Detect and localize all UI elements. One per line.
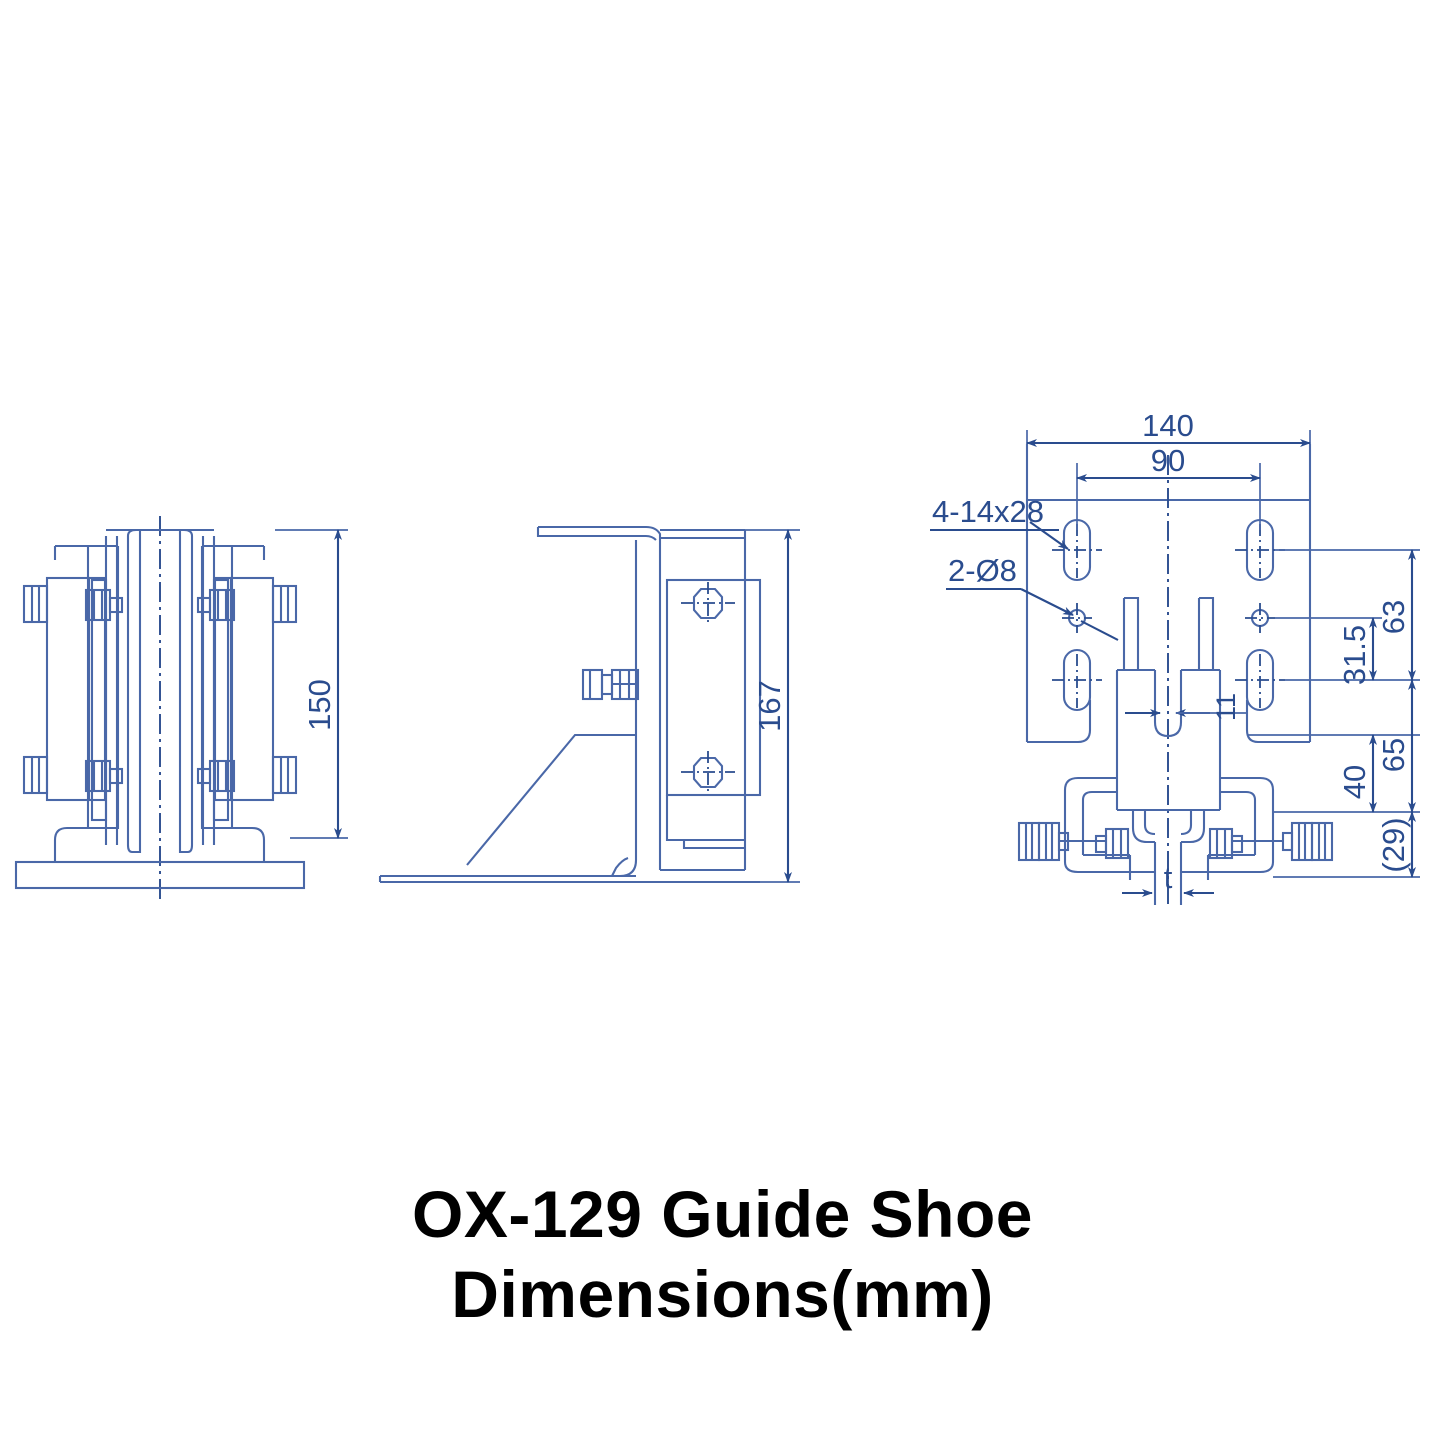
dimension-t: t bbox=[1122, 842, 1214, 898]
callout-slot-4-14x28: 4-14x28 bbox=[930, 494, 1069, 550]
side-view: 167 bbox=[378, 525, 800, 884]
side-bolt-head-bottom bbox=[681, 751, 735, 795]
top-bolt-left-inner bbox=[1094, 827, 1130, 860]
top-u-clamp bbox=[1131, 810, 1206, 844]
callout-slot-label: 4-14x28 bbox=[932, 494, 1044, 529]
front-right-liner bbox=[213, 576, 275, 802]
dimension-11-label: 11 bbox=[1211, 693, 1241, 721]
top-round-hole-right bbox=[1245, 603, 1275, 633]
callout-hole-label: 2-Ø8 bbox=[948, 553, 1017, 588]
top-bolt-right-inner bbox=[1208, 827, 1244, 860]
side-bolt-plate bbox=[665, 578, 762, 850]
top-clamp-bracket bbox=[1063, 776, 1275, 874]
front-bolt-lower-left bbox=[22, 755, 124, 795]
front-left-liner bbox=[45, 576, 107, 802]
dimension-150-label: 150 bbox=[302, 679, 337, 731]
dimension-40-label: 40 bbox=[1337, 765, 1372, 799]
title-line-2: Dimensions(mm) bbox=[451, 1257, 994, 1331]
side-bolt-head-top bbox=[681, 582, 735, 626]
dimension-90-label: 90 bbox=[1151, 443, 1185, 478]
side-gusset bbox=[380, 733, 636, 878]
front-base-plate bbox=[14, 860, 306, 890]
title-line-1: OX-129 Guide Shoe bbox=[412, 1177, 1033, 1251]
dimension-90: 90 bbox=[1076, 443, 1261, 530]
top-bolt-right-outer bbox=[1281, 821, 1334, 862]
front-bolt-upper-left bbox=[22, 584, 124, 624]
side-main-plate bbox=[634, 530, 747, 872]
dimension-63-label: 63 bbox=[1376, 600, 1411, 634]
dimension-29-label: (29) bbox=[1376, 817, 1411, 872]
dimension-31-5: 31.5 bbox=[1275, 617, 1382, 685]
dimension-29: (29) bbox=[1273, 811, 1420, 878]
front-inner-plates bbox=[90, 578, 230, 822]
front-bolt-lower-right bbox=[196, 755, 298, 795]
dimension-31-5-label: 31.5 bbox=[1337, 625, 1372, 685]
side-base bbox=[378, 845, 760, 884]
dimension-t-label: t bbox=[1164, 860, 1173, 895]
dimension-11: 11 bbox=[1125, 693, 1248, 721]
callout-hole-2-dia8: 2-Ø8 bbox=[946, 553, 1119, 641]
front-view: 150 bbox=[14, 516, 348, 900]
dimension-40: 40 bbox=[1337, 734, 1377, 813]
side-protruding-bolt bbox=[581, 668, 640, 701]
top-slot-hole-ll bbox=[1052, 648, 1102, 712]
dimension-167: 167 bbox=[745, 529, 800, 883]
top-slot-hole-ur bbox=[1235, 518, 1285, 582]
dimension-150: 150 bbox=[275, 529, 348, 839]
dimension-140: 140 bbox=[1026, 408, 1311, 500]
top-round-hole-left bbox=[1062, 603, 1092, 633]
dimension-167-label: 167 bbox=[752, 680, 787, 732]
dimension-140-label: 140 bbox=[1142, 408, 1194, 443]
front-bolt-upper-right bbox=[196, 584, 298, 624]
top-view: 140 90 4-14x28 2-Ø8 bbox=[930, 408, 1420, 905]
dimension-63: 63 bbox=[1275, 549, 1420, 681]
top-slot-hole-ul bbox=[1052, 518, 1102, 582]
dimension-65-label: 65 bbox=[1376, 738, 1411, 772]
dimension-65: 65 bbox=[1247, 679, 1420, 813]
top-slot-hole-lr bbox=[1235, 648, 1285, 712]
side-top-flange bbox=[536, 525, 745, 541]
top-guide-jaws bbox=[1115, 596, 1222, 812]
